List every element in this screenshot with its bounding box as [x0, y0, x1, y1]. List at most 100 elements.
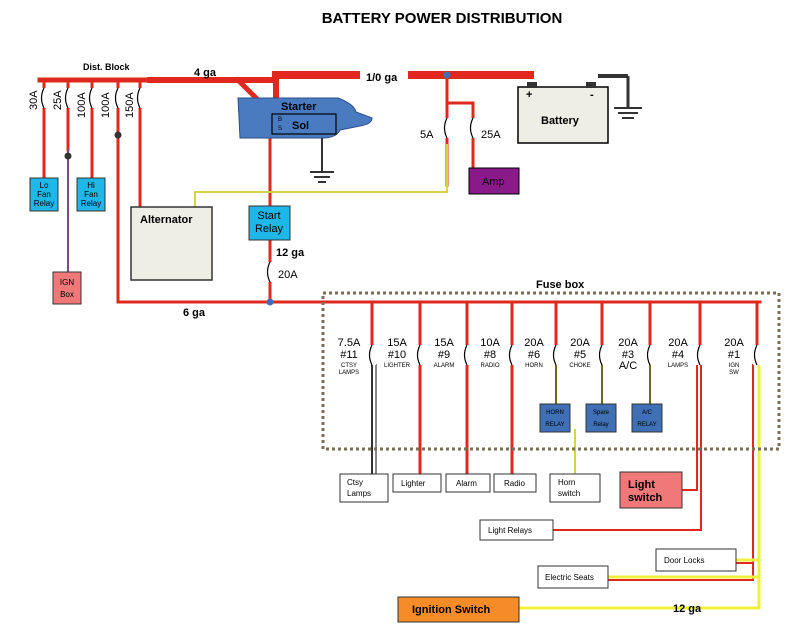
ctsy-lamps-line-1: Ctsy [347, 478, 363, 487]
spare-relay-box [585, 403, 617, 433]
battery-plus: + [526, 89, 532, 101]
battery-fuse-symbols [266, 117, 477, 283]
lo-fan-relay-line-1: Lo [40, 181, 49, 190]
fuse-label-30a: 30A [28, 90, 40, 110]
ac-relay-line-2: RELAY [637, 422, 656, 428]
fuse-9-sub-1: ALARM [434, 363, 455, 369]
fuse-label-25a: 25A [52, 90, 64, 110]
fuse-9-amp: 15A [434, 337, 454, 349]
fuse-3-num: #3 [622, 349, 634, 361]
dist-block-label: Dist. Block [83, 62, 131, 72]
amp-label: Amp [482, 176, 505, 188]
light-switch-line-1: Light [628, 479, 655, 491]
alarm-label: Alarm [456, 479, 477, 488]
fuse-box-fuse-symbols [368, 344, 761, 366]
junction-dot-battery [443, 71, 451, 79]
hi-fan-relay-line-2: Fan [84, 190, 98, 199]
ctsy-lamps-box [339, 473, 389, 503]
alarm-box [445, 473, 491, 493]
hi-fan-relay-line-1: Hi [87, 181, 95, 190]
fuse-1-sub-2: SW [729, 370, 739, 376]
spare-relay-line-2: Relay [593, 422, 608, 428]
fuse-1-num: #1 [728, 349, 740, 361]
fuse-box-label: Fuse box [536, 279, 585, 291]
ign-box-line-1: IGN [60, 278, 74, 287]
wire-alt-sense [194, 144, 448, 211]
fuse-10-amp: 15A [387, 337, 407, 349]
junction-dot-start [266, 298, 274, 306]
spare-relay-line-1: Spare [593, 410, 610, 416]
battery [517, 74, 642, 144]
ign-box-line-2: Box [60, 290, 74, 299]
door-locks-label: Door Locks [664, 556, 704, 565]
ac-relay-line-1: A/C [642, 410, 653, 416]
fuse-10-sub-1: LIGHTER [384, 363, 411, 369]
gauge-4-label: 4 ga [194, 67, 217, 79]
gauge-6-label: 6 ga [183, 307, 206, 319]
ign-box [52, 271, 82, 305]
start-relay-line-1: Start [257, 210, 280, 222]
fuse-6-sub-1: HORN [525, 363, 543, 369]
gauge-12-lower-label: 12 ga [673, 603, 702, 615]
fuse-11-sub-2: LAMPS [339, 370, 359, 376]
ignition-switch-label: Ignition Switch [412, 604, 490, 616]
amp-box [468, 167, 520, 195]
fuse-4-num: #4 [672, 349, 684, 361]
horn-switch-line-2: switch [558, 489, 580, 498]
start-relay-box [248, 205, 291, 241]
fuse-label-5a: 5A [420, 129, 434, 141]
diagram-title: BATTERY POWER DISTRIBUTION [322, 10, 563, 27]
horn-relay-line-1: HORN [546, 410, 564, 416]
light-switch-line-2: switch [628, 492, 663, 504]
lo-fan-relay-line-3: Relay [34, 199, 54, 208]
electric-seats-label: Electric Seats [545, 573, 594, 582]
starter-b-label: B [278, 117, 282, 123]
dist-block-fuse-labels: 30A 25A 100A 100A 150A [28, 90, 136, 118]
light-relays-box [479, 519, 554, 541]
lighter-box [392, 473, 442, 493]
lo-fan-relay-box [29, 177, 59, 212]
gauge-12-upper-label: 12 ga [276, 247, 305, 259]
fuse-label-100a-1: 100A [76, 92, 88, 118]
light-switch-box [619, 471, 683, 509]
radio-box [493, 473, 537, 493]
fuse-label-25a-amp: 25A [481, 129, 501, 141]
starter-motor [237, 97, 373, 183]
horn-switch-box [549, 473, 601, 503]
fuse-9-num: #9 [438, 349, 450, 361]
alternator-label: Alternator [140, 214, 193, 226]
ac-relay-box [631, 403, 663, 433]
alternator-box [130, 206, 213, 281]
hi-fan-relay-box [76, 177, 106, 212]
gauge-1-0-label: 1/0 ga [366, 72, 398, 84]
fuse-1-amp: 20A [724, 337, 744, 349]
fuse-8-amp: 10A [480, 337, 500, 349]
fuse-3-sub-1: A/C [619, 360, 637, 372]
horn-relay-line-2: RELAY [545, 422, 564, 428]
fuse-4-amp: 20A [668, 337, 688, 349]
radio-label: Radio [504, 479, 525, 488]
junction-dot-main [114, 131, 122, 139]
fuse-5-num: #5 [574, 349, 586, 361]
fuse-label-100a-2: 100A [100, 92, 112, 118]
battery-label: Battery [541, 115, 580, 127]
fuse-6-amp: 20A [524, 337, 544, 349]
horn-switch-line-1: Horn [558, 478, 575, 487]
fuse-1-sub-1: IGN [729, 363, 740, 369]
ctsy-lamps-line-2: Lamps [347, 489, 371, 498]
starter-label: Starter [281, 101, 317, 113]
fuse-box [321, 291, 781, 451]
hi-fan-relay-line-3: Relay [81, 199, 101, 208]
fuse-5-sub-1: CHOKE [569, 363, 590, 369]
sol-label: Sol [292, 120, 309, 132]
fuse-8-num: #8 [484, 349, 496, 361]
fuse-3-amp: 20A [618, 337, 638, 349]
fuse-6-num: #6 [528, 349, 540, 361]
junction-dot-ign [64, 152, 72, 160]
fuse-labels: 7.5A #11 CTSY LAMPS 15A #10 LIGHTER 15A … [338, 337, 745, 376]
starter-s-label: S [278, 126, 282, 132]
ignition-switch-box [397, 596, 520, 623]
fuse-11-amp: 7.5A [338, 337, 361, 349]
fuse-label-150a: 150A [124, 92, 136, 118]
